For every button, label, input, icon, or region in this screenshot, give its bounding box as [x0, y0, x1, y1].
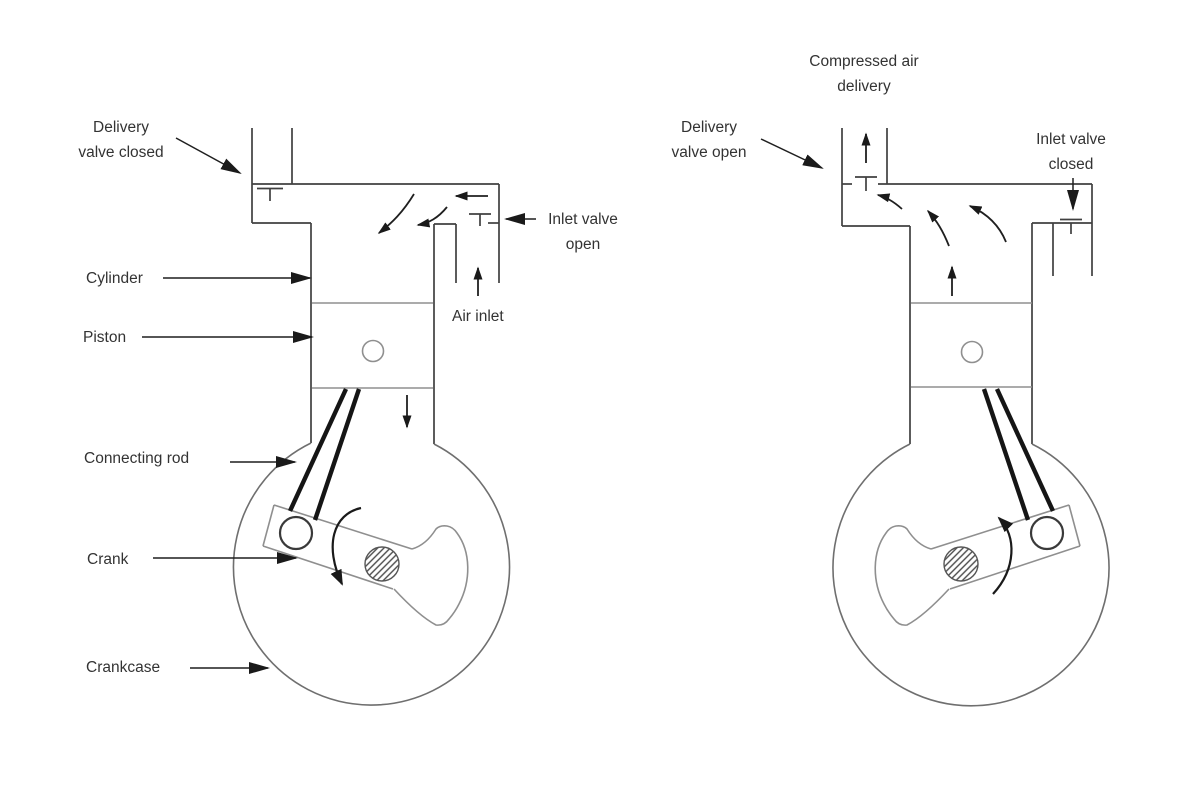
right-piston: [911, 302, 1032, 388]
right-crankshaft-journal: [943, 546, 979, 582]
right-rotation-arrow: [992, 516, 1014, 595]
label-inlet-valve-open-line1: Inlet valve: [548, 211, 618, 228]
label-delivery-valve-open-line1: Delivery: [681, 119, 737, 136]
right-flow-arrow-right: [968, 205, 1007, 243]
label-air-inlet: Air inlet: [452, 308, 504, 325]
left-compressor: [142, 128, 536, 706]
label-delivery-valve-closed-line2: valve closed: [78, 144, 164, 161]
label-connecting-rod: Connecting rod: [84, 450, 190, 467]
right-cylinder-head: [841, 128, 1093, 444]
left-flow-arrow-curve-short: [416, 206, 448, 228]
left-piston-pin: [361, 339, 385, 363]
left-crankshaft-journal: [364, 546, 400, 582]
label-inlet-valve-closed: Inlet valve closed: [991, 127, 1151, 177]
label-crankcase: Crankcase: [86, 659, 161, 676]
right-crankcase-circle: [832, 443, 1110, 707]
leader-delivery-valve-closed: [175, 137, 242, 174]
right-flow-arrow-mid: [926, 209, 950, 247]
left-flow-arrow-curve-long: [377, 193, 415, 234]
left-rotation-arrow: [330, 506, 362, 586]
right-counterweight: [874, 525, 950, 626]
left-crankcase-circle: [232, 442, 511, 706]
left-big-end-bearing: [278, 515, 314, 551]
left-air-flow-arrows: [377, 191, 488, 429]
right-air-flow-arrows: [861, 132, 1007, 296]
right-crank-web: [874, 504, 1081, 626]
left-connecting-rod: [288, 388, 362, 521]
leader-delivery-valve-open: [760, 138, 824, 169]
label-inlet-valve-closed-line1: Inlet valve: [1036, 131, 1106, 148]
left-inlet-valve-open: [469, 213, 491, 226]
label-delivery-valve-open-line2: valve open: [671, 144, 747, 161]
right-big-end-bearing: [1029, 515, 1065, 551]
label-inlet-valve-closed-line2: closed: [1048, 156, 1094, 173]
right-leader-arrows: [760, 138, 1079, 211]
label-delivery-valve-closed-line1: Delivery: [93, 119, 149, 136]
label-compressed-air-line2: delivery: [837, 78, 891, 95]
right-connecting-rod: [981, 388, 1055, 521]
label-crank: Crank: [87, 551, 129, 568]
left-counterweight: [393, 525, 469, 626]
left-piston: [312, 302, 433, 389]
right-flow-arrow-to-valve: [876, 193, 903, 210]
label-delivery-valve-open: Delivery valve open: [629, 115, 789, 165]
left-delivery-valve-closed: [257, 187, 283, 201]
label-piston: Piston: [83, 329, 127, 346]
label-inlet-valve-open-line2: open: [565, 236, 601, 253]
label-compressed-air-line1: Compressed air: [809, 53, 919, 70]
right-compressor: [760, 128, 1110, 707]
label-delivery-valve-closed: Delivery valve closed: [41, 115, 201, 165]
right-piston-pin: [960, 340, 984, 364]
label-inlet-valve-open: Inlet valve open: [503, 207, 663, 257]
label-cylinder: Cylinder: [86, 270, 143, 287]
left-cylinder-head: [251, 128, 500, 444]
right-delivery-valve-open: [855, 176, 877, 191]
left-leader-arrows: [142, 137, 536, 674]
label-compressed-air-delivery: Compressed air delivery: [784, 49, 944, 99]
right-inlet-valve-closed: [1060, 218, 1082, 234]
